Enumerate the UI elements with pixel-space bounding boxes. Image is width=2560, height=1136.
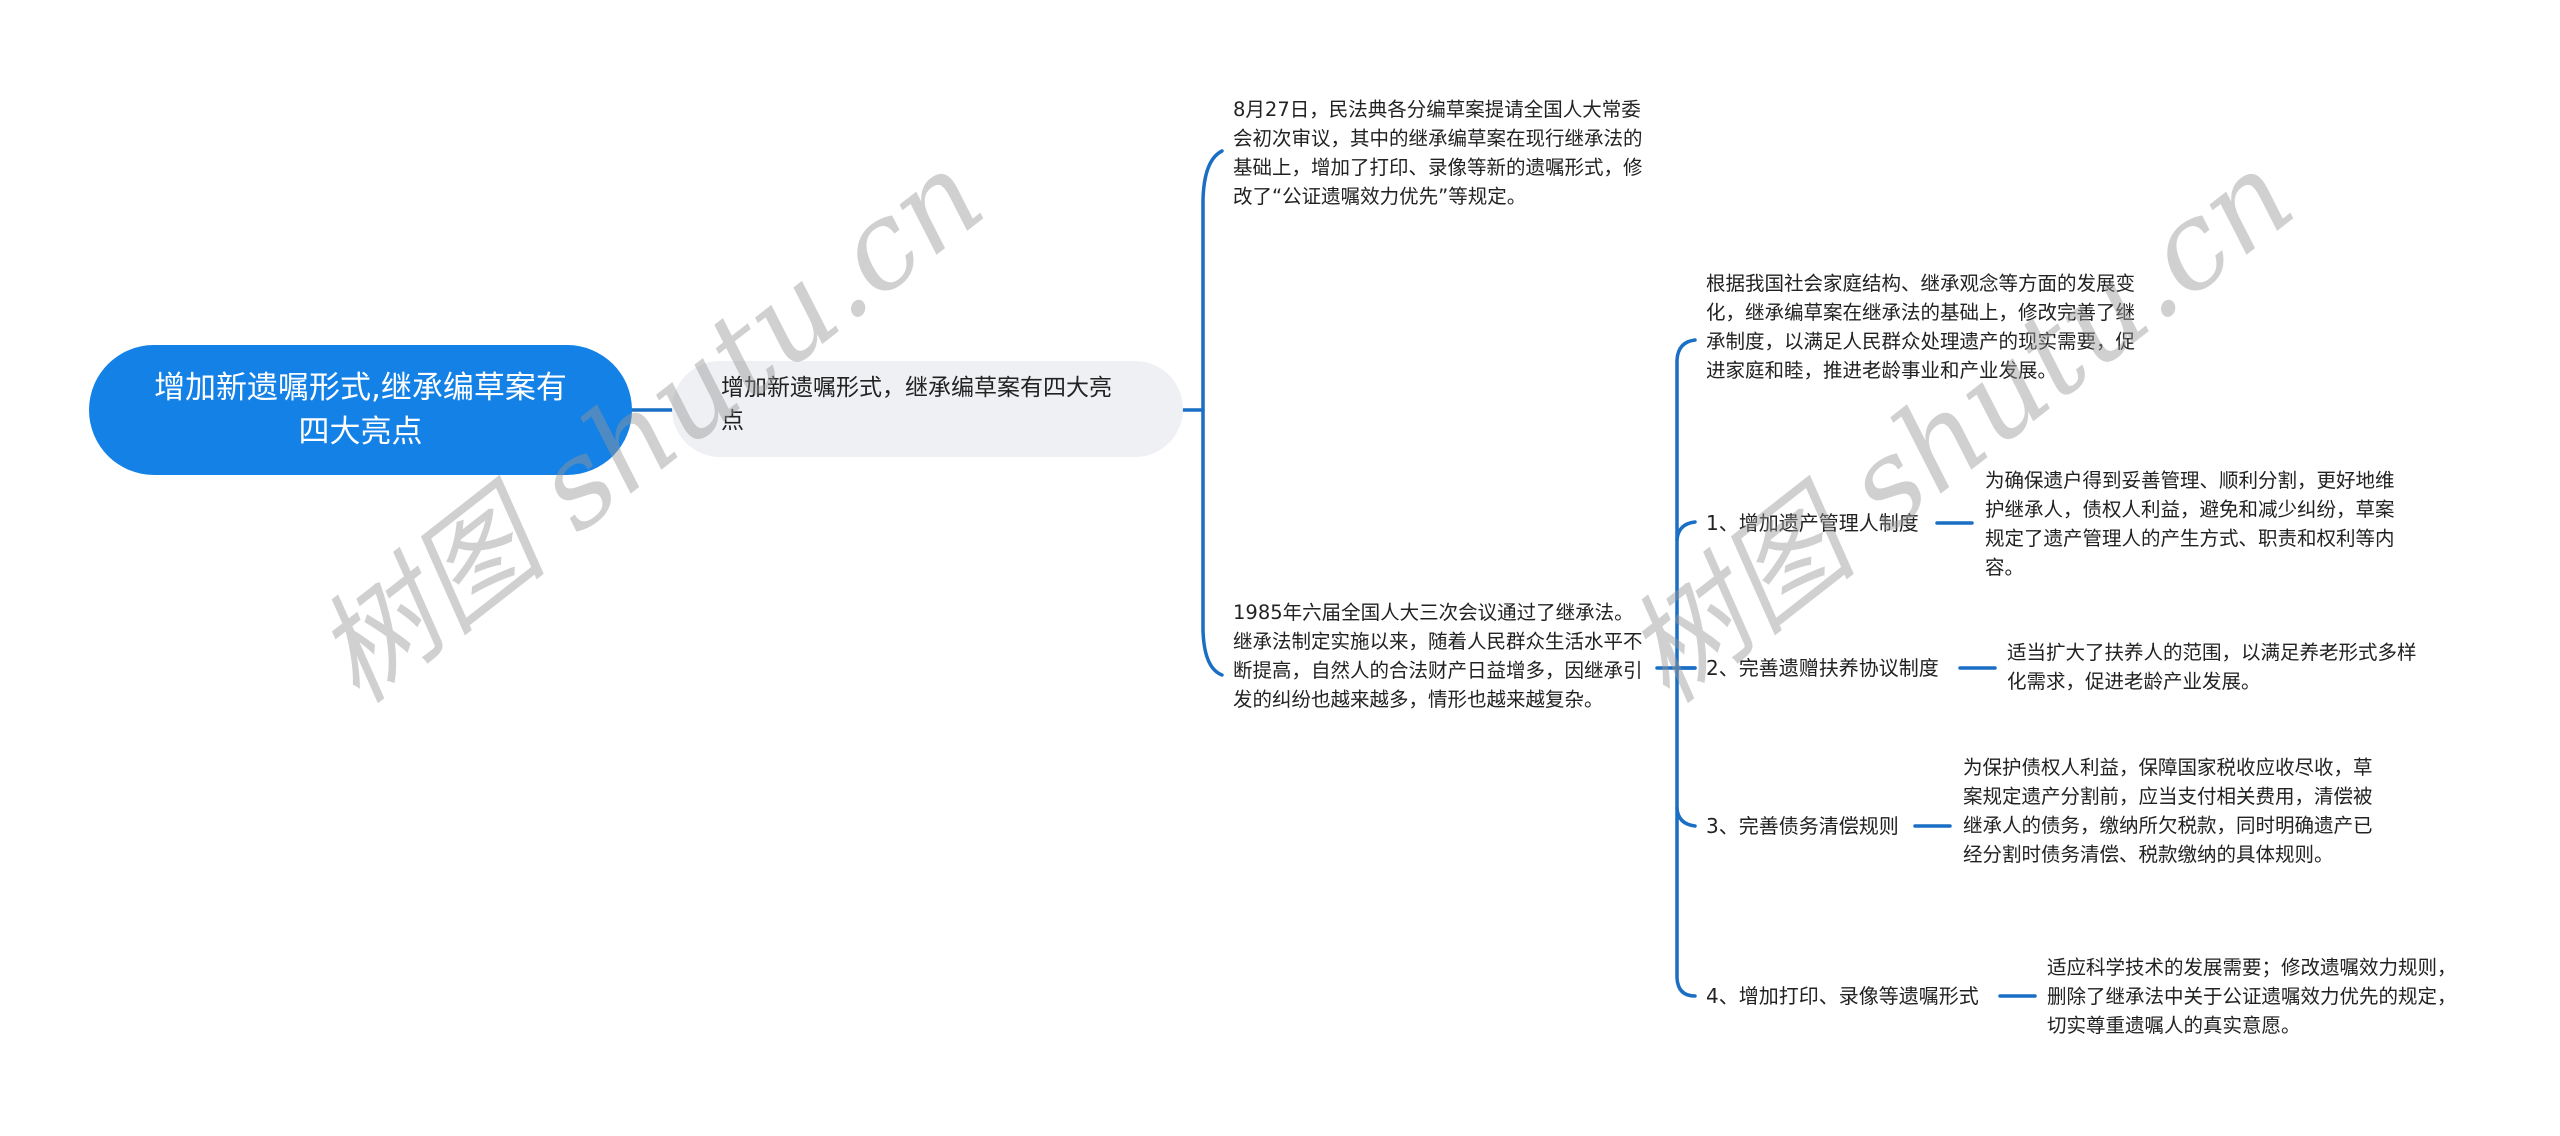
- subtopic-item-1-label[interactable]: 1、增加遗产管理人制度: [1706, 511, 1919, 535]
- subtopic-item-4-detail[interactable]: 适应科学技术的发展需要；修改遗嘱效力规则，删除了继承法中关于公证遗嘱效力优先的规…: [2047, 956, 2457, 1037]
- subtopic-intro[interactable]: 根据我国社会家庭结构、继承观念等方面的发展变化，继承编草案在继承法的基础上，修改…: [1706, 272, 2136, 382]
- branch-background-2[interactable]: 1985年六届全国人大三次会议通过了继承法。继承法制定实施以来，随着人民群众生活…: [1233, 601, 1643, 711]
- subtopic-item-2-label[interactable]: 2、完善遗赠扶养协议制度: [1706, 656, 1939, 680]
- main-topic-label: 增加新遗嘱形式，继承编草案有四大亮点: [721, 375, 1112, 434]
- subtopic-item-3-label[interactable]: 3、完善债务清偿规则: [1706, 814, 1899, 838]
- root-topic[interactable]: 增加新遗嘱形式,继承编草案有四大亮点: [89, 345, 632, 475]
- subtopic-item-4-label[interactable]: 4、增加打印、录像等遗嘱形式: [1706, 984, 1979, 1008]
- branch-background-1[interactable]: 8月27日，民法典各分编草案提请全国人大常委会初次审议，其中的继承编草案在现行继…: [1233, 98, 1643, 208]
- subtopic-item-3-detail[interactable]: 为保护债权人利益，保障国家税收应收尽收，草案规定遗产分割前，应当支付相关费用，清…: [1963, 756, 2373, 866]
- root-topic-label: 增加新遗嘱形式,继承编草案有四大亮点: [154, 370, 567, 450]
- main-topic[interactable]: 增加新遗嘱形式，继承编草案有四大亮点: [672, 361, 1183, 457]
- subtopic-item-1-detail[interactable]: 为确保遗户得到妥善管理、顺利分割，更好地维护继承人，债权人利益，避免和减少纠纷，…: [1985, 469, 2395, 579]
- subtopic-item-2-detail[interactable]: 适当扩大了扶养人的范围，以满足养老形式多样化需求，促进老龄产业发展。: [2007, 641, 2417, 693]
